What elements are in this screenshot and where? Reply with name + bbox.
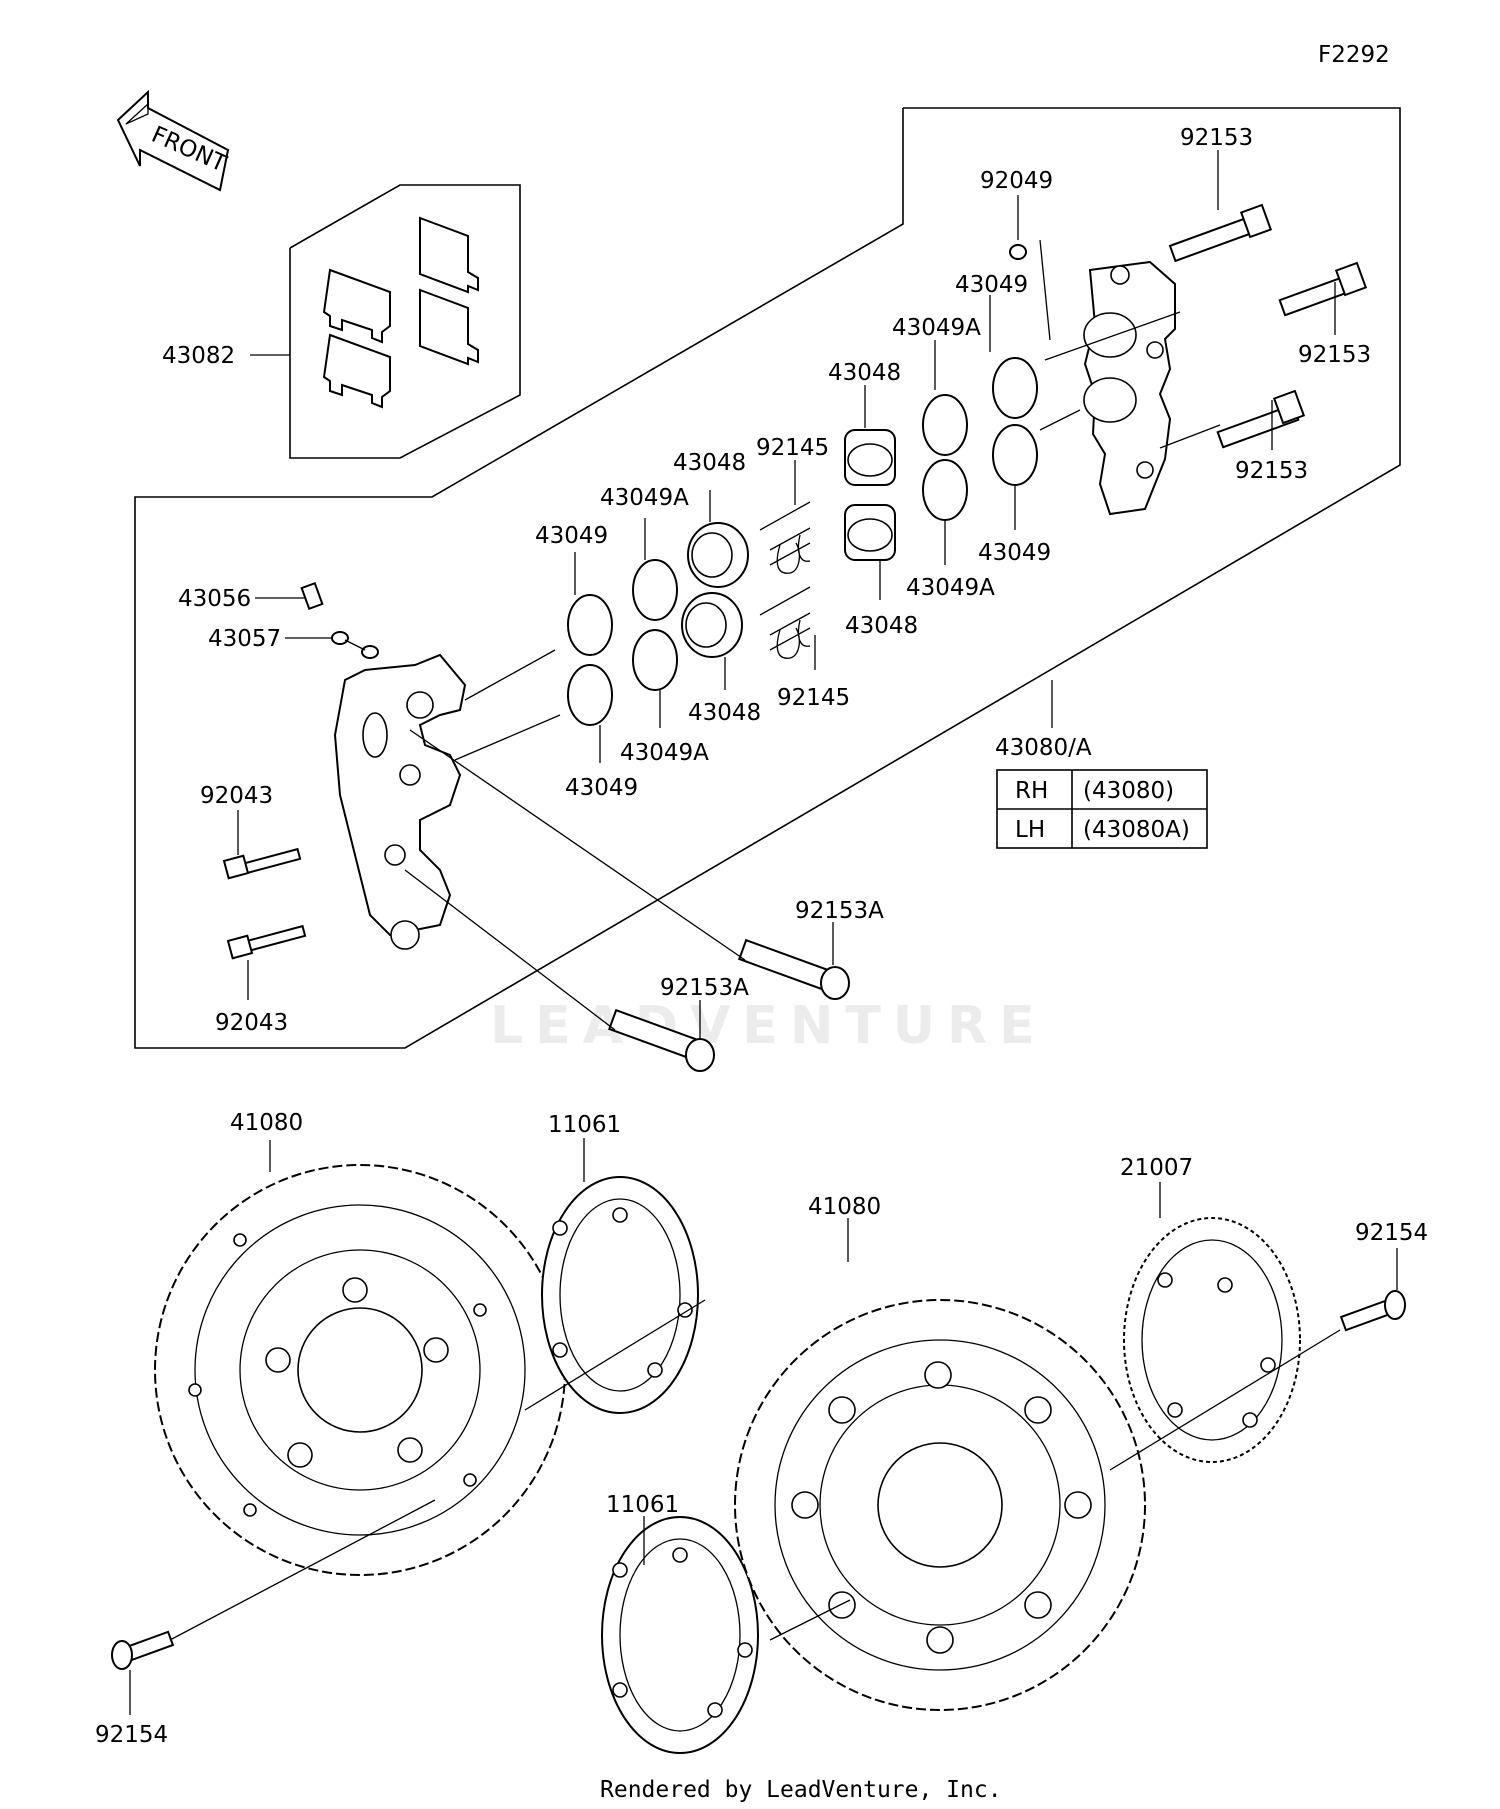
seal-43049-l2: [567, 664, 613, 726]
table-side-lh: LH: [1015, 817, 1045, 843]
watermark: LEADVENTURE: [490, 996, 1047, 1056]
pad-spring-92145-b: [759, 586, 811, 659]
label-43048-b: 43048: [673, 450, 746, 476]
table-part-rh: (43080): [1083, 778, 1174, 804]
caliper-assembly-boundary: [134, 107, 1401, 1049]
mount-bolt-92153A-a: [738, 938, 850, 1000]
label-92153A-a: 92153A: [795, 898, 884, 924]
label-43048-e: 43048: [845, 613, 918, 639]
bolt-92153-low: [1216, 389, 1306, 449]
label-43057: 43057: [208, 626, 281, 652]
washer-92049: [1009, 244, 1027, 260]
disc-bolt-92154-left: [111, 1630, 175, 1670]
pad-pin-92043-b: [226, 924, 307, 960]
label-43048-a: 43048: [828, 360, 901, 386]
label-92049: 92049: [980, 168, 1053, 194]
label-43049-b: 43049: [535, 523, 608, 549]
mount-bolt-92153A-b: [608, 1008, 715, 1072]
label-43049-a: 43049: [955, 272, 1028, 298]
table-part-lh: (43080A): [1083, 817, 1190, 843]
label-92145-a: 92145: [756, 435, 829, 461]
brake-disc-41080-right: [734, 1299, 1146, 1711]
gasket-11061-lower: [601, 1516, 759, 1754]
label-11061-lower: 11061: [606, 1492, 679, 1518]
seal-43049A-l1: [632, 559, 678, 621]
bolt-92153-top: [1168, 203, 1273, 263]
seal-43049A-r2: [922, 459, 968, 521]
brake-pad-box: [289, 184, 521, 459]
label-41080-right: 41080: [808, 1194, 881, 1220]
table-side-rh: RH: [1015, 778, 1048, 804]
label-21007: 21007: [1120, 1155, 1193, 1181]
label-92153-mid: 92153: [1298, 342, 1371, 368]
label-43049A-a: 43049A: [892, 315, 981, 341]
piston-43048-l1: [687, 522, 749, 588]
seal-43049-l1: [567, 594, 613, 656]
variant-table: RH (43080) LH (43080A): [996, 769, 1208, 849]
piston-43048-r2: [844, 504, 896, 561]
abs-tone-ring-21007: [1123, 1217, 1301, 1463]
label-41080-left: 41080: [230, 1110, 303, 1136]
label-92043-b: 92043: [215, 1010, 288, 1036]
bleeder-valve-43056: [300, 581, 324, 611]
seal-43049A-r1: [922, 394, 968, 456]
label-92154-right: 92154: [1355, 1220, 1428, 1246]
label-92153-low: 92153: [1235, 458, 1308, 484]
seal-43049-r2: [992, 424, 1038, 486]
brake-disc-41080-left: [154, 1164, 566, 1576]
label-43048-d: 43048: [688, 700, 761, 726]
seal-43049A-l2: [632, 629, 678, 691]
brake-pad-set: [322, 216, 479, 409]
gasket-11061-upper: [541, 1176, 699, 1414]
left-caliper-half: [333, 653, 467, 950]
label-43056: 43056: [178, 586, 251, 612]
label-43049A-b: 43049A: [600, 485, 689, 511]
label-92153-top: 92153: [1180, 125, 1253, 151]
piston-43048-l2: [681, 592, 743, 658]
label-43049-e: 43049: [978, 540, 1051, 566]
footer-credit: Rendered by LeadVenture, Inc.: [600, 1777, 1002, 1803]
pad-spring-92145-a: [759, 501, 811, 574]
figure-code: F2292: [1318, 42, 1390, 68]
disc-bolt-92154-right: [1339, 1290, 1406, 1332]
front-arrow-icon: FRONT: [116, 89, 231, 192]
label-92154-left: 92154: [95, 1722, 168, 1748]
label-92145-b: 92145: [777, 685, 850, 711]
label-43082: 43082: [162, 343, 235, 369]
right-caliper-half: [1083, 260, 1176, 516]
label-43049A-d: 43049A: [620, 740, 709, 766]
label-43080A: 43080/A: [995, 735, 1092, 761]
label-92043-a: 92043: [200, 783, 273, 809]
label-43049A-e: 43049A: [906, 575, 995, 601]
seal-43049-r1: [992, 357, 1038, 419]
bleeder-cap-43057: [331, 631, 379, 659]
label-11061-upper: 11061: [548, 1112, 621, 1138]
label-43049-d: 43049: [565, 775, 638, 801]
pad-pin-92043-a: [222, 847, 302, 880]
label-92153A-b: 92153A: [660, 975, 749, 1001]
bolt-92153-mid: [1278, 261, 1368, 317]
piston-43048-r1: [844, 429, 896, 486]
